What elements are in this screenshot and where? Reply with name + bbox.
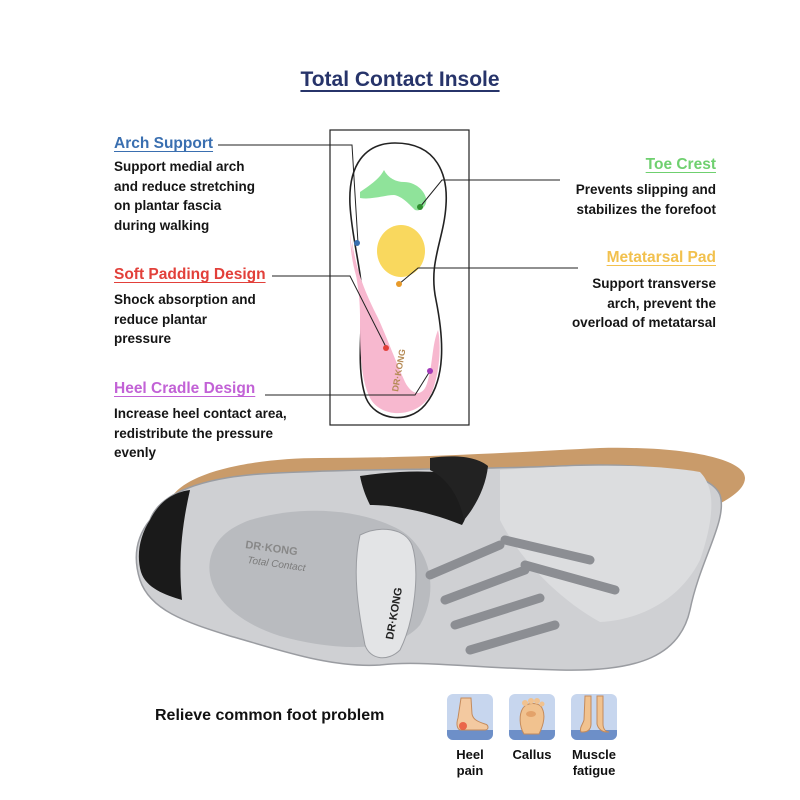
soft-padding-connector <box>272 275 387 348</box>
heel-pain-label: Heel pain <box>456 747 484 778</box>
toe-crest-connector <box>419 179 560 208</box>
metatarsal-dot <box>396 281 402 287</box>
page-title: Total Contact Insole <box>300 68 500 91</box>
heel-pain-icon <box>447 694 493 740</box>
arch-support-dot <box>354 240 360 246</box>
toe-crest-dot <box>417 204 423 210</box>
heel-cradle-connector <box>265 370 431 396</box>
soft-padding-desc: Shock absorption and reduce plantar pres… <box>114 292 256 346</box>
heel-cradle-desc: Increase heel contact area, redistribute… <box>114 406 287 460</box>
arch-support-connector <box>218 144 359 244</box>
heel-cradle-title: Heel Cradle Design <box>114 380 256 397</box>
metatarsal-pad-title: Metatarsal Pad <box>606 249 716 266</box>
muscle-fatigue-icon <box>571 694 617 740</box>
metatarsal-connector <box>398 267 578 285</box>
soft-padding-zone <box>352 240 440 414</box>
soft-padding-title: Soft Padding Design <box>114 266 266 283</box>
callus-label: Callus <box>512 747 552 762</box>
muscle-fatigue-label: Muscle fatigue <box>571 747 617 778</box>
callus-icon <box>509 694 555 740</box>
toe-crest-title: Toe Crest <box>645 156 716 173</box>
soft-padding-dot <box>383 345 389 351</box>
arch-support-desc: Support medial arch and reduce stretchin… <box>114 159 256 233</box>
insole-frame <box>329 129 470 426</box>
heel-cradle-dot <box>427 368 433 374</box>
relieve-foot-problem-text: Relieve common foot problem <box>155 707 385 724</box>
toe-crest-desc: Prevents slipping and stabilizes the for… <box>575 182 716 217</box>
toe-crest-zone <box>360 170 427 211</box>
shoe-image: DR·KONG DR·KONG Total Contact <box>135 447 745 671</box>
metatarsal-pad-zone <box>377 225 425 277</box>
metatarsal-pad-desc: Support transverse arch, prevent the ove… <box>571 276 716 330</box>
arch-support-title: Arch Support <box>114 135 214 152</box>
